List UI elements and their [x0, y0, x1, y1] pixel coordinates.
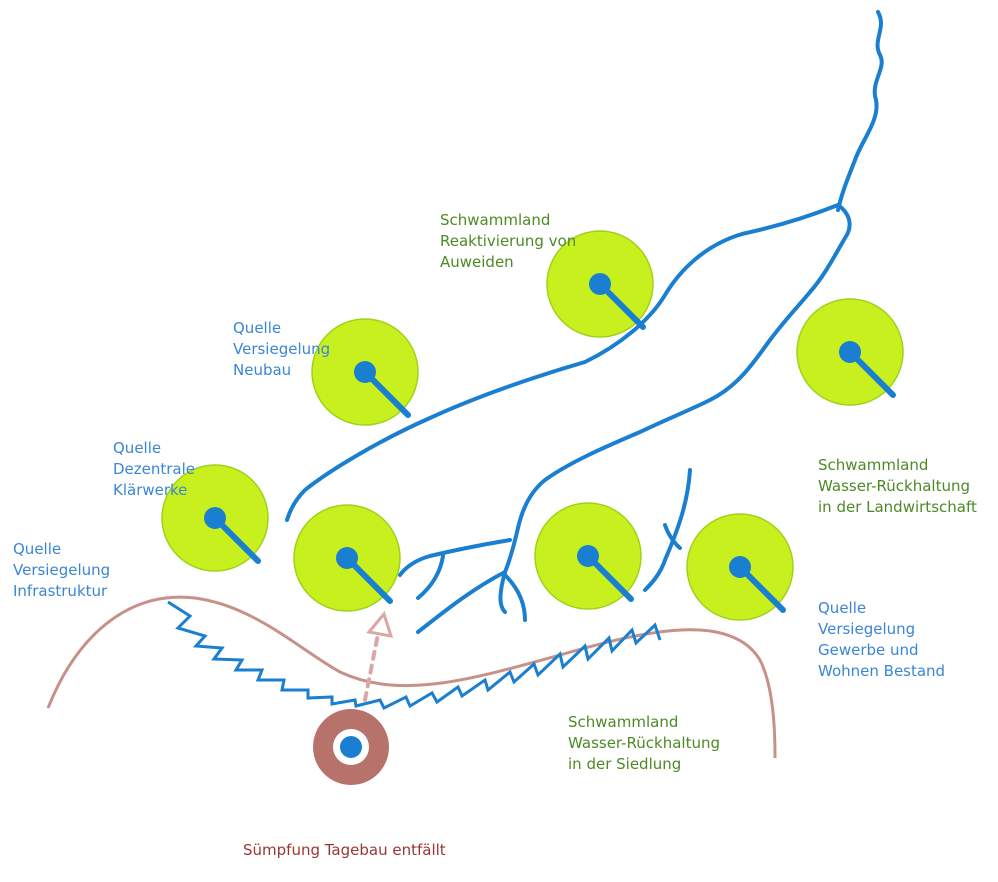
node-center-right — [534, 502, 642, 610]
label-pump: Sümpfung Tagebau entfällt — [243, 841, 446, 859]
river-tributary-b — [416, 554, 445, 600]
river-tributary-g — [663, 523, 682, 550]
water-diagram — [46, 10, 904, 785]
river-main-upper — [836, 10, 884, 212]
river-tributary-f — [643, 468, 692, 592]
river-tributary-c — [416, 570, 507, 634]
river-tributary-e — [503, 573, 527, 622]
node-gewerbe — [686, 513, 794, 621]
node-auweiden — [546, 230, 654, 338]
river-tributary-d — [498, 570, 507, 614]
node-klaerwerke — [161, 464, 269, 572]
river-north-arm — [285, 203, 840, 522]
river-tributary-a — [398, 538, 512, 577]
zigzag-retention — [167, 600, 662, 711]
pump-station-icon — [313, 709, 389, 785]
pump-arrow — [363, 610, 394, 702]
node-landwirtschaft — [796, 298, 904, 406]
river-network — [285, 10, 884, 634]
node-center-left — [293, 504, 401, 612]
terrain-outline — [46, 595, 777, 759]
river-south-arm — [503, 203, 852, 574]
node-neubau — [311, 318, 419, 426]
